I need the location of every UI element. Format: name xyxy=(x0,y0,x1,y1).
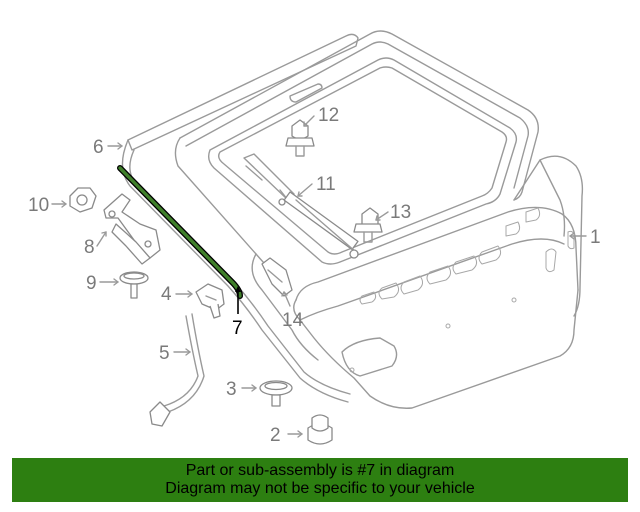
liftgate-body xyxy=(174,30,584,409)
grommet-3 xyxy=(259,380,293,407)
callout-6: 6 xyxy=(93,137,104,158)
info-banner: Part or sub-assembly is #7 in diagram Di… xyxy=(12,458,628,502)
callout-14: 14 xyxy=(282,310,304,331)
callout-1: 1 xyxy=(590,227,601,248)
callout-9: 9 xyxy=(86,273,97,294)
callout-8: 8 xyxy=(84,237,95,258)
bracket-4 xyxy=(195,283,225,319)
latch-14 xyxy=(261,257,293,297)
callout-2: 2 xyxy=(270,425,281,446)
banner-line-1: Part or sub-assembly is #7 in diagram xyxy=(185,462,455,479)
grommet-2 xyxy=(307,414,333,445)
callout-7: 7 xyxy=(232,318,243,339)
nut-10 xyxy=(69,187,97,213)
bumper-stop-13 xyxy=(353,207,383,243)
callout-5: 5 xyxy=(159,343,170,364)
banner-line-2: Diagram may not be specific to your vehi… xyxy=(165,480,475,497)
callout-11: 11 xyxy=(316,174,336,195)
bumper-stop-12 xyxy=(285,119,315,157)
hose-5 xyxy=(149,313,205,427)
parts-diagram: 1 2 3 4 5 6 7 8 9 10 11 12 13 14 xyxy=(28,30,601,446)
callout-13: 13 xyxy=(390,202,411,223)
leader-lines xyxy=(51,115,587,438)
clip-9 xyxy=(119,271,149,299)
hinge-8 xyxy=(103,193,161,265)
callout-12: 12 xyxy=(318,105,339,126)
gas-strut xyxy=(243,153,359,259)
callout-3: 3 xyxy=(226,379,237,400)
callout-10: 10 xyxy=(28,195,49,216)
callout-4: 4 xyxy=(161,284,172,305)
